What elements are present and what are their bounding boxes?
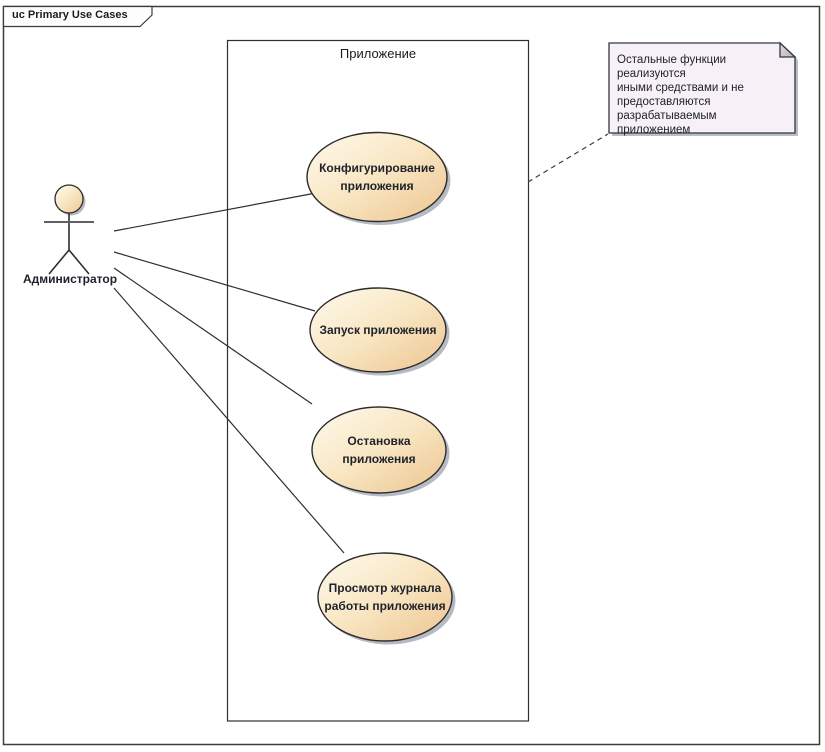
actor-figure[interactable] <box>44 184 94 275</box>
usecase-ellipse-start[interactable] <box>309 287 447 373</box>
note-shape[interactable] <box>608 42 796 134</box>
actor-label: Администратор <box>22 272 118 286</box>
system-boundary-label: Приложение <box>339 46 417 61</box>
association-admin-stop[interactable] <box>113 267 313 405</box>
usecase-ellipse-stop[interactable] <box>311 406 447 494</box>
usecase-label-start: Запуск приложения <box>319 323 437 337</box>
association-admin-viewlog[interactable] <box>113 287 345 554</box>
note-fold-corner-icon <box>779 41 797 58</box>
frame-title: uc Primary Use Cases <box>12 9 128 21</box>
usecase-label-configure: Конфигурирование приложения <box>319 161 435 193</box>
frame-tab[interactable] <box>2 5 153 28</box>
usecase-label-stop: Остановка приложения <box>342 434 416 466</box>
actor-head-icon <box>54 184 84 214</box>
note-text: Остальные функции реализуются иными сред… <box>617 54 744 136</box>
usecase-ellipse-configure[interactable] <box>306 131 448 223</box>
usecase-ellipse-viewlog[interactable] <box>317 552 453 642</box>
association-admin-start[interactable] <box>113 251 316 312</box>
note-link-connector[interactable] <box>527 133 609 183</box>
association-admin-configure[interactable] <box>113 192 317 232</box>
usecase-label-viewlog: Просмотр журнала работы приложения <box>324 581 446 613</box>
actor-right-leg-line <box>68 249 90 275</box>
actor-left-leg-line <box>48 249 70 275</box>
